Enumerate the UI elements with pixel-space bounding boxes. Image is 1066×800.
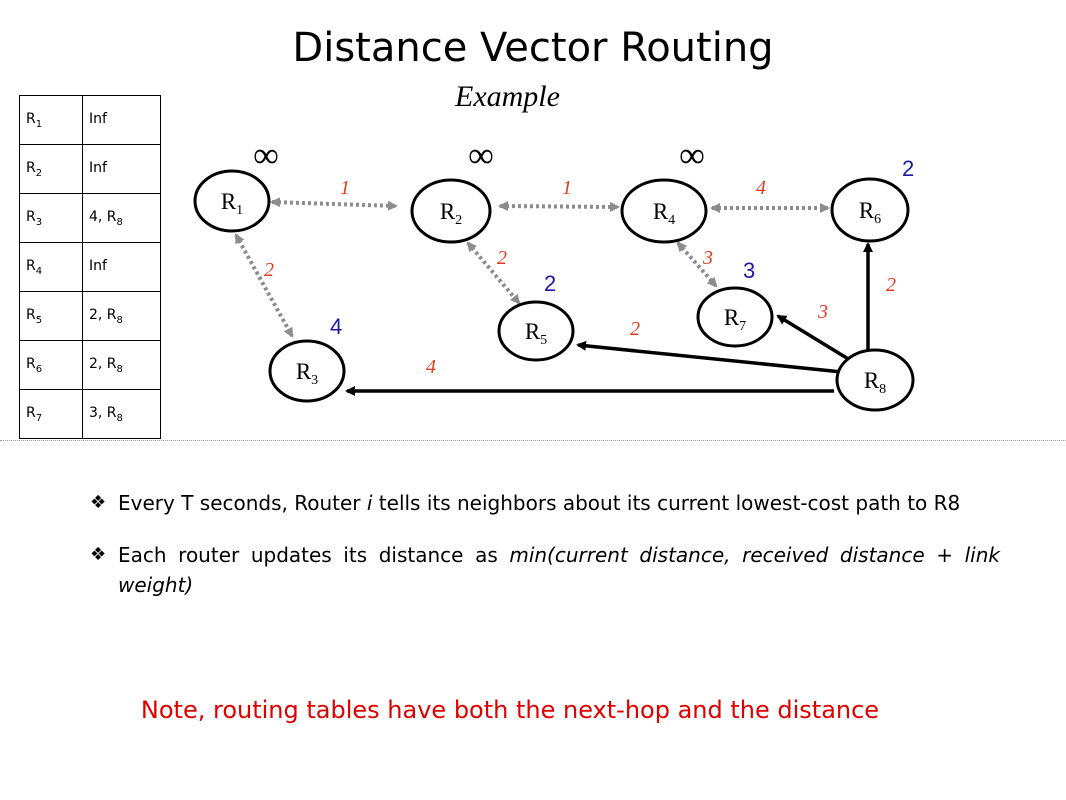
table-row: R7 3, R8 bbox=[19, 389, 161, 439]
table-cell-value: 3, R8 bbox=[82, 389, 161, 439]
router-node-r1 bbox=[193, 169, 271, 233]
weight-label-r8-r7: 3 bbox=[817, 301, 828, 323]
table-cell-router: R4 bbox=[19, 242, 83, 292]
infinity-icon-r2: ∞ bbox=[468, 135, 494, 175]
weight-label-r4-r7: 3 bbox=[702, 247, 713, 269]
divider bbox=[0, 440, 1066, 441]
table-cell-value: 2, R8 bbox=[82, 340, 161, 390]
router-node-r7 bbox=[696, 286, 774, 348]
table-row: R6 2, R8 bbox=[19, 340, 161, 390]
note-text: Note, routing tables have both the next-… bbox=[140, 696, 880, 724]
distance-label-r5: 2 bbox=[544, 271, 556, 296]
distance-label-r7: 3 bbox=[743, 258, 755, 283]
table-cell-router: R6 bbox=[19, 340, 83, 390]
weight-label-r1-r3: 2 bbox=[264, 259, 274, 281]
router-label-r1: R1 bbox=[221, 189, 243, 218]
infinity-icon-r4: ∞ bbox=[679, 135, 705, 175]
router-label-r5: R5 bbox=[525, 319, 547, 348]
link-r1-r2 bbox=[270, 197, 398, 211]
weight-label-r8-r6: 2 bbox=[886, 274, 896, 296]
routing-table: R1 Inf R2 Inf R3 4, R8 R4 Inf R5 2, R8 R… bbox=[19, 95, 161, 439]
table-row: R1 Inf bbox=[19, 95, 161, 145]
router-node-r8 bbox=[835, 348, 915, 412]
link-r1-r3 bbox=[234, 233, 294, 338]
link-r8-r7 bbox=[776, 314, 851, 362]
weight-label-r1-r2: 1 bbox=[340, 177, 350, 199]
router-label-r3: R3 bbox=[296, 359, 318, 388]
router-label-r7: R7 bbox=[724, 305, 746, 334]
link-r2-r5 bbox=[466, 241, 521, 305]
bullet-item: ❖ Each router updates its distance as mi… bbox=[90, 540, 1000, 600]
weight-label-r8-r5: 2 bbox=[630, 318, 640, 340]
weight-label-r2-r5: 2 bbox=[497, 247, 507, 269]
table-cell-value: 4, R8 bbox=[82, 193, 161, 243]
router-label-r2: R2 bbox=[440, 199, 462, 228]
network-diagram: R1 R2 R4 R6 R3 R5 R7 R8 ∞ ∞ ∞ 1 1 4 2 2 … bbox=[193, 135, 915, 412]
weight-label-r4-r6: 4 bbox=[756, 177, 766, 199]
table-cell-router: R7 bbox=[19, 389, 83, 439]
router-label-r8: R8 bbox=[864, 368, 886, 397]
table-row: R5 2, R8 bbox=[19, 291, 161, 341]
diamond-bullet-icon: ❖ bbox=[90, 492, 107, 513]
router-node-r4 bbox=[620, 178, 708, 244]
diamond-bullet-icon: ❖ bbox=[90, 544, 107, 565]
slide-subtitle: Example bbox=[455, 80, 560, 113]
router-node-r2 bbox=[410, 178, 492, 244]
router-node-r6 bbox=[830, 177, 910, 243]
weight-label-r2-r4: 1 bbox=[562, 177, 572, 199]
slide-title: Distance Vector Routing bbox=[292, 25, 774, 71]
table-cell-value: Inf bbox=[82, 242, 161, 292]
router-node-r3 bbox=[268, 339, 346, 403]
table-cell-router: R5 bbox=[19, 291, 83, 341]
router-label-r4: R4 bbox=[653, 199, 675, 228]
table-cell-router: R1 bbox=[19, 95, 83, 145]
link-r8-r5 bbox=[576, 340, 843, 374]
router-node-r5 bbox=[497, 300, 575, 362]
router-label-r6: R6 bbox=[859, 198, 881, 227]
distance-label-r3: 4 bbox=[330, 314, 342, 339]
bullet-list: ❖ Every T seconds, Router i tells its ne… bbox=[90, 488, 1000, 600]
bullet-item: ❖ Every T seconds, Router i tells its ne… bbox=[90, 488, 1000, 518]
table-row: R4 Inf bbox=[19, 242, 161, 292]
infinity-icon-r1: ∞ bbox=[253, 135, 279, 175]
link-r2-r4 bbox=[498, 201, 620, 212]
table-cell-value: Inf bbox=[82, 95, 161, 145]
distance-label-r6: 2 bbox=[902, 156, 914, 181]
weight-label-r8-r3: 4 bbox=[426, 356, 436, 378]
